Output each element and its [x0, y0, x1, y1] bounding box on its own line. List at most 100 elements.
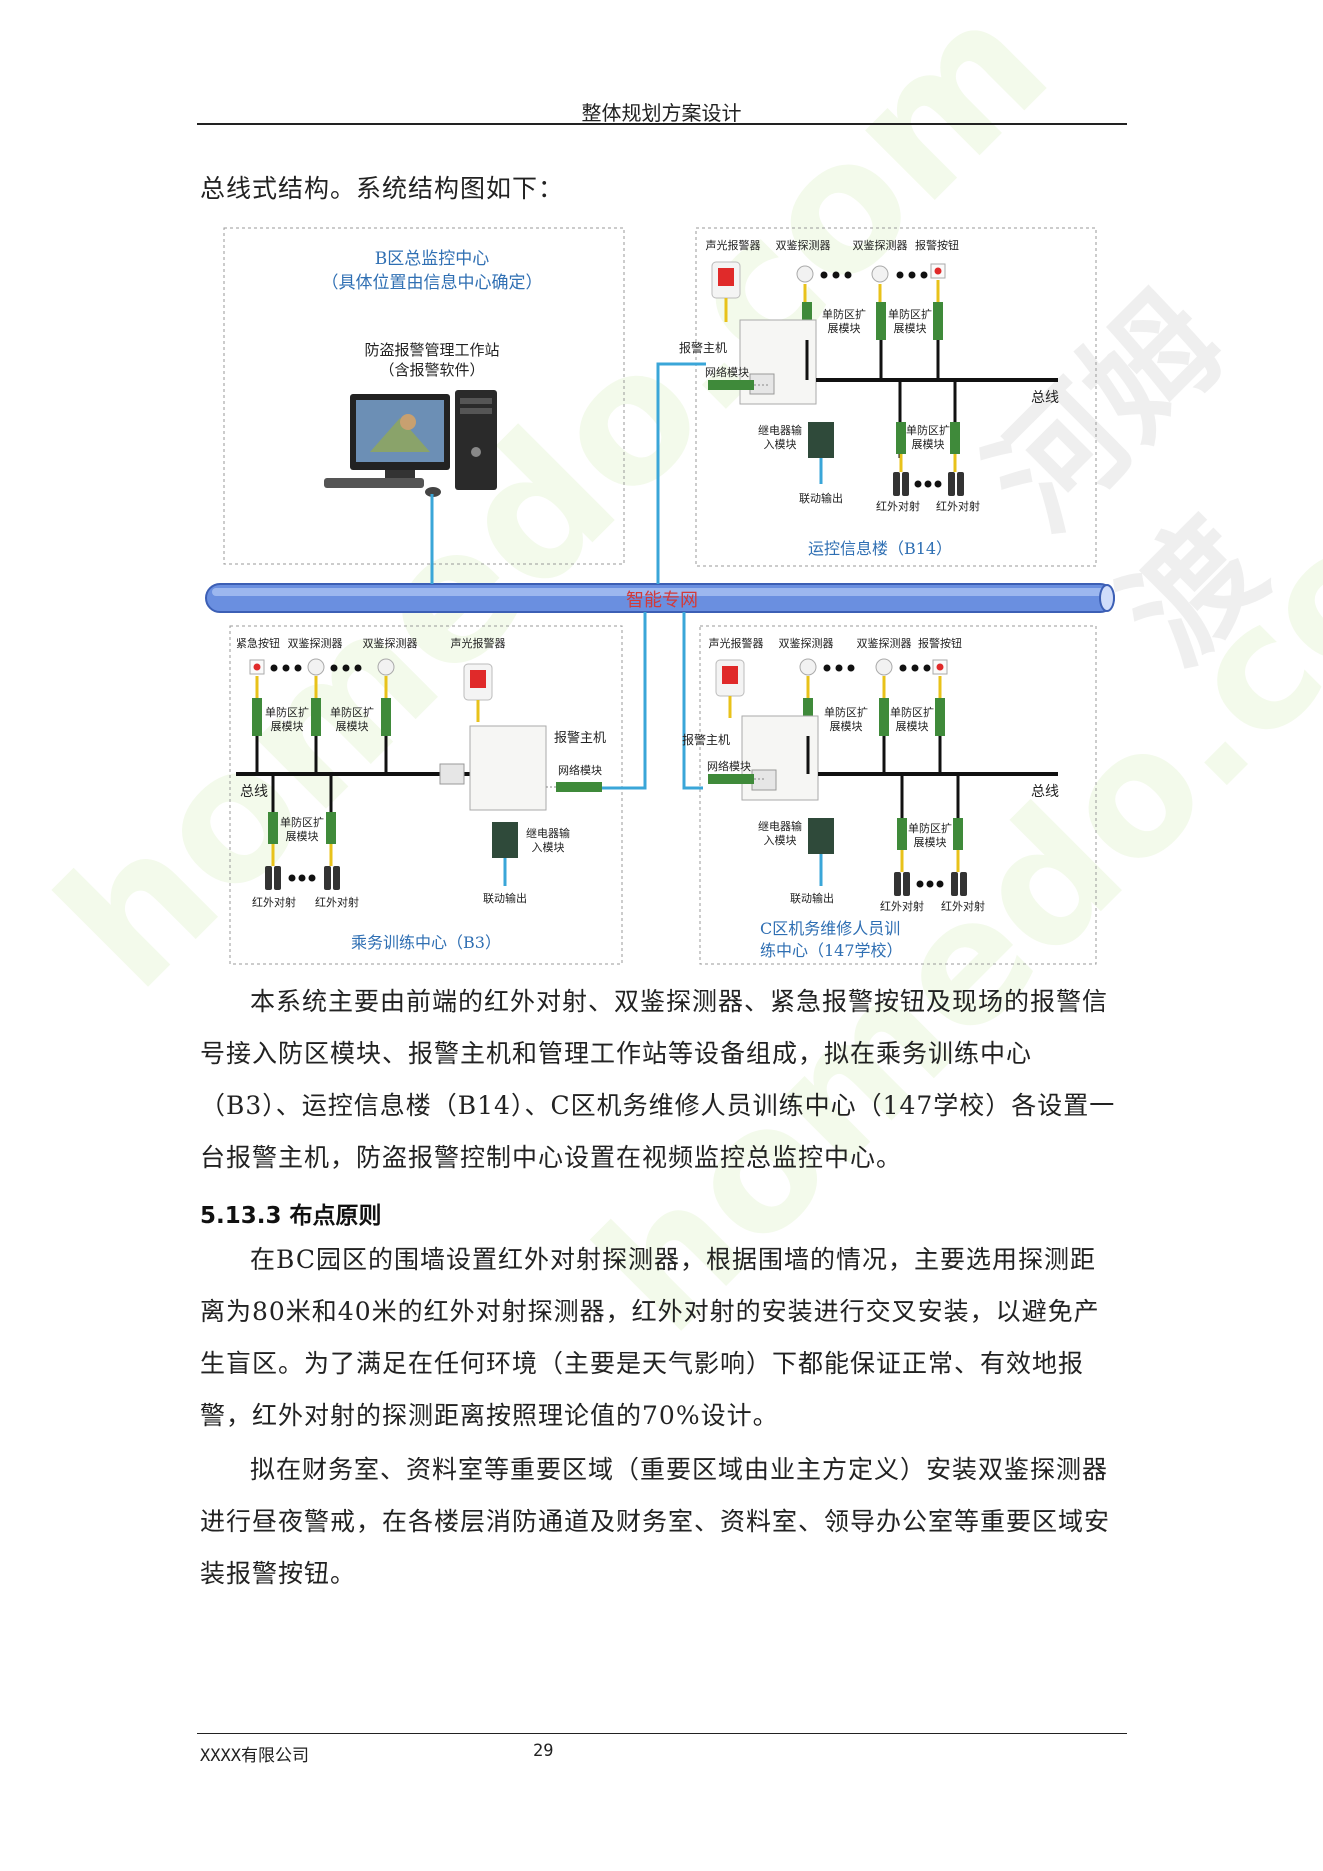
b14-box — [695, 227, 1097, 567]
section-heading: 5.13.3 布点原则 — [200, 1203, 382, 1229]
c147-exp1-line2: 展模块 — [830, 720, 863, 733]
network-label: 智能专网 — [626, 590, 698, 611]
c147-linkage-output: 联动输出 — [790, 891, 834, 905]
c147-detector-icon-1 — [799, 658, 817, 676]
b3-ir-label-1: 红外对射 — [252, 895, 296, 909]
link-b3 — [602, 612, 647, 790]
b14-linkage-output: 联动输出 — [799, 491, 843, 505]
b14-relay-module-icon — [808, 422, 834, 458]
c147-dots-2 — [899, 664, 931, 672]
b3-siren-icon — [463, 663, 493, 701]
b3-detector-icon-2 — [377, 658, 395, 676]
b3-device-label-4: 声光报警器 — [451, 636, 506, 650]
b3-ir-label-2: 红外对射 — [315, 895, 359, 909]
b14-expansion-module-2 — [876, 302, 886, 340]
c147-alarm-host-icon — [741, 715, 819, 801]
c147-device-label-2: 双鉴探测器 — [779, 637, 834, 650]
header-divider — [197, 123, 1127, 125]
b14-network-module-icon — [708, 380, 754, 390]
b14-detector-icon-2 — [871, 265, 889, 283]
c147-expansion-module-4 — [897, 818, 907, 850]
c147-exp3-line2: 展模块 — [914, 836, 947, 849]
workstation-computer-icon — [324, 390, 497, 497]
c147-name-line1: C区机务维修人员训 — [760, 919, 900, 938]
b14-infrared-icons — [893, 472, 964, 496]
footer-company: XXXX有限公司 — [200, 1746, 309, 1766]
footer-divider — [197, 1733, 1127, 1734]
b14-relay-line1: 继电器输 — [758, 423, 802, 437]
c147-relay-module-icon — [808, 818, 834, 854]
b14-ir-label-2: 红外对射 — [936, 499, 980, 513]
b3-box — [229, 625, 623, 965]
b14-exp2-line2: 展模块 — [894, 322, 927, 335]
center-title-line1: B区总监控中心 — [375, 249, 490, 269]
c147-device-label-1: 声光报警器 — [709, 636, 764, 650]
c147-device-label-4: 报警按钮 — [918, 636, 962, 650]
b3-detector-icon-1 — [307, 658, 325, 676]
b14-exp2-line1: 单防区扩 — [888, 307, 932, 321]
b14-device-label-3: 双鉴探测器 — [853, 239, 908, 252]
c147-bus-label: 总线 — [1031, 784, 1059, 800]
b3-dots-1 — [270, 664, 302, 672]
b14-exp3-line2: 展模块 — [912, 438, 945, 451]
workstation-line1: 防盗报警管理工作站 — [364, 341, 499, 359]
b14-exp1-line2: 展模块 — [828, 322, 861, 335]
b14-dots-1 — [820, 271, 852, 279]
intro-text: 总线式结构。系统结构图如下： — [200, 174, 565, 203]
center-box — [223, 227, 625, 565]
b3-device-label-3: 双鉴探测器 — [363, 637, 418, 650]
page-number: 29 — [533, 1741, 554, 1761]
b14-exp3-line1: 单防区扩 — [906, 423, 950, 437]
c147-host-label: 报警主机 — [682, 732, 730, 747]
c147-expansion-module-2 — [879, 698, 889, 736]
c147-relay-line1: 继电器输 — [758, 819, 802, 833]
b3-device-label-2: 双鉴探测器 — [288, 637, 343, 650]
b14-host-label: 报警主机 — [679, 340, 727, 355]
b3-infrared-icons — [265, 866, 340, 890]
b3-exp2-line1: 单防区扩 — [330, 705, 374, 719]
b14-detector-icon-1 — [796, 265, 814, 283]
b3-host-label: 报警主机 — [554, 730, 606, 746]
c147-expansion-module-5 — [953, 818, 963, 850]
b3-exp3-line2: 展模块 — [286, 830, 319, 843]
b14-subsystem: 声光报警器 双鉴探测器 双鉴探测器 报警按钮 单防区扩 — [679, 238, 1059, 558]
c147-ir-label-2: 红外对射 — [941, 899, 985, 913]
c147-exp3-line1: 单防区扩 — [908, 821, 952, 835]
b3-expansion-module-4 — [268, 812, 278, 844]
c147-device-label-3: 双鉴探测器 — [857, 637, 912, 650]
c147-ir-label-1: 红外对射 — [880, 899, 924, 913]
paragraph-1: 本系统主要由前端的红外对射、双鉴探测器、紧急报警按钮及现场的报警信号接入防区模块… — [200, 987, 1116, 1172]
c147-network-module-label: 网络模块 — [707, 759, 751, 773]
b3-bus-label: 总线 — [240, 784, 268, 800]
paragraph-2: 在BC园区的围墙设置红外对射探测器，根据围墙的情况，主要选用探测距离为80米和4… — [200, 1245, 1100, 1430]
b14-bus-label: 总线 — [1031, 390, 1059, 406]
smart-network-pipe — [205, 583, 1115, 613]
b3-relay-module-icon — [492, 822, 518, 858]
c147-exp1-line1: 单防区扩 — [824, 705, 868, 719]
b3-exp1-line1: 单防区扩 — [265, 705, 309, 719]
c147-network-module-icon — [708, 774, 754, 784]
b3-dots-2 — [330, 664, 362, 672]
b3-name: 乘务训练中心（B3） — [351, 933, 501, 952]
b3-relay-line1: 继电器输 — [526, 826, 570, 840]
center-title-line2: （具体位置由信息中心确定） — [322, 273, 543, 293]
b3-relay-line2: 入模块 — [532, 841, 565, 854]
c147-infrared-icons — [894, 872, 967, 896]
b3-linkage-output: 联动输出 — [483, 891, 527, 905]
b3-expansion-module-2 — [311, 698, 321, 736]
c147-subsystem: 声光报警器 双鉴探测器 双鉴探测器 报警按钮 单防区扩 展模块 单防区扩 — [682, 636, 1059, 960]
c147-box — [699, 625, 1097, 965]
c147-dots-1 — [823, 664, 855, 672]
b3-expansion-module-3 — [381, 698, 391, 736]
b14-exp1-line1: 单防区扩 — [822, 307, 866, 321]
link-b14 — [656, 362, 706, 584]
b14-relay-line2: 入模块 — [764, 438, 797, 451]
b14-device-label-1: 声光报警器 — [706, 238, 761, 252]
b14-siren-icon — [711, 261, 741, 299]
c147-expansion-module-3 — [935, 698, 945, 736]
b14-ir-label-1: 红外对射 — [876, 499, 920, 513]
c147-detector-icon-2 — [875, 658, 893, 676]
b14-device-label-2: 双鉴探测器 — [776, 239, 831, 252]
b3-exp1-line2: 展模块 — [271, 720, 304, 733]
